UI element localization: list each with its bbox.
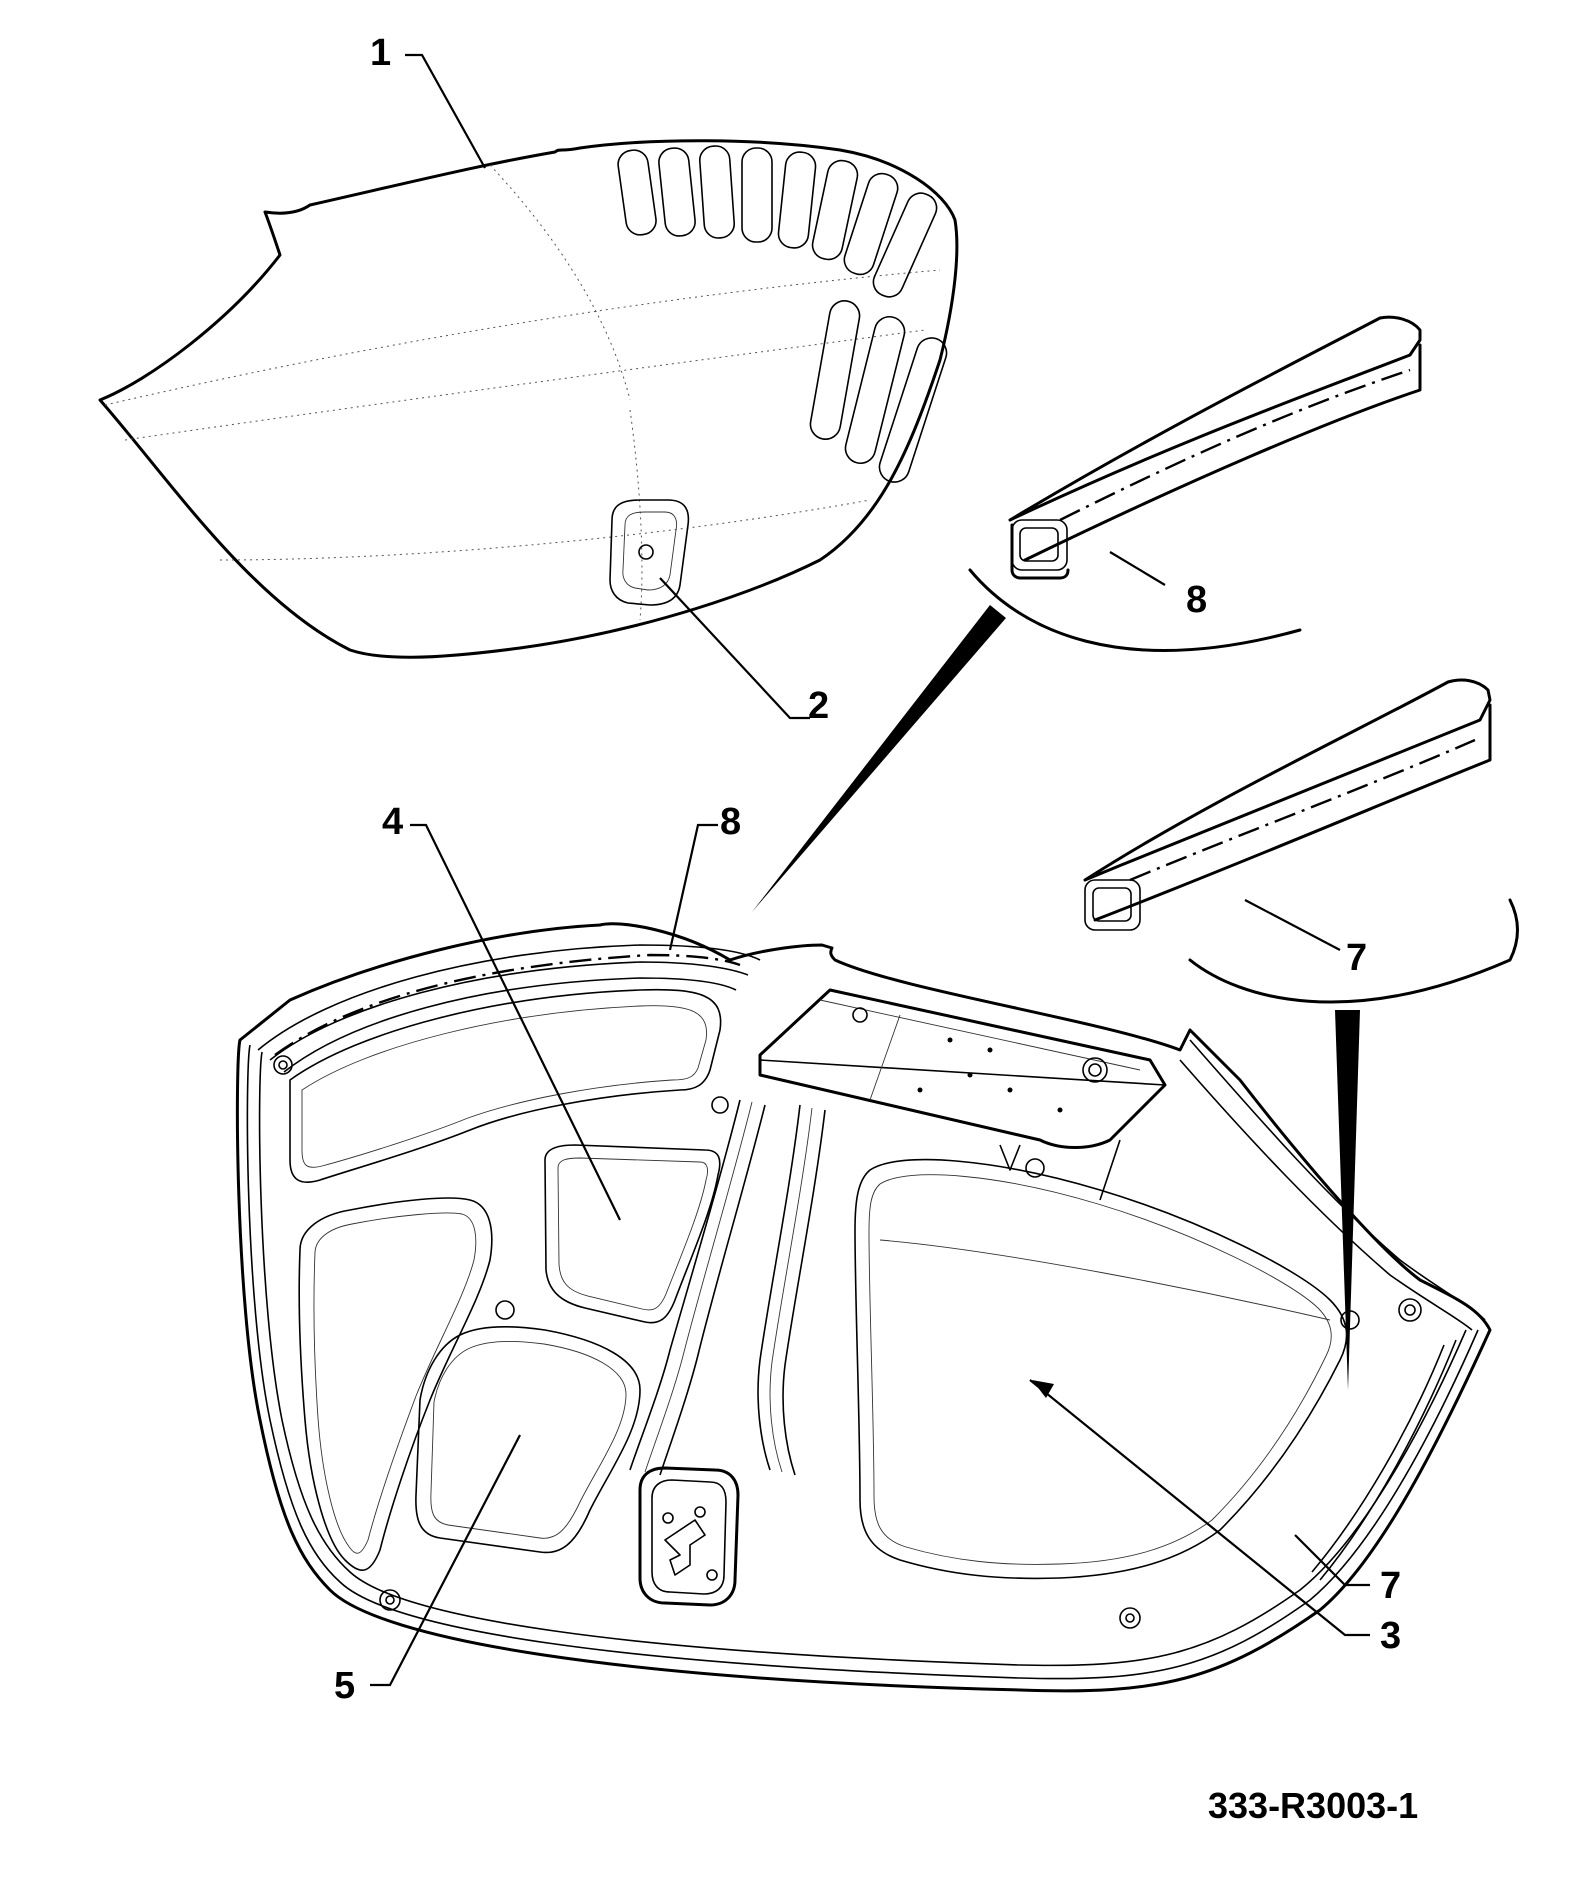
callout-8: 8: [720, 801, 741, 843]
upper-vent-slots: [617, 145, 938, 298]
pointer-wedge-8: [752, 605, 1006, 912]
outer-lid-panel: [98, 139, 959, 659]
seal-7-detail: [1083, 678, 1519, 1004]
pointer-wedge-7: [1335, 1010, 1360, 1390]
leader-lines: [370, 53, 1370, 1687]
callout-8-detail: 8: [1186, 579, 1207, 621]
callout-3: 3: [1380, 1615, 1401, 1657]
callout-7-detail: 7: [1346, 937, 1367, 979]
callout-labels: 1 2 3 4 5 7 7 8 8 333-R3003-1: [334, 32, 1418, 1826]
callout-4: 4: [382, 801, 403, 843]
lower-vent-slots: [809, 300, 948, 483]
hinge-plate: [758, 988, 1167, 1201]
callout-5: 5: [334, 1665, 355, 1707]
callout-2: 2: [808, 685, 829, 727]
drawing-number: 333-R3003-1: [1208, 1785, 1418, 1826]
callout-7: 7: [1380, 1565, 1401, 1607]
mounting-boss: [609, 499, 690, 606]
latch-housing: [638, 1466, 740, 1607]
callout-1: 1: [370, 32, 391, 74]
seal-8-detail: [968, 315, 1422, 652]
inner-lid-frame: [235, 922, 1492, 1693]
